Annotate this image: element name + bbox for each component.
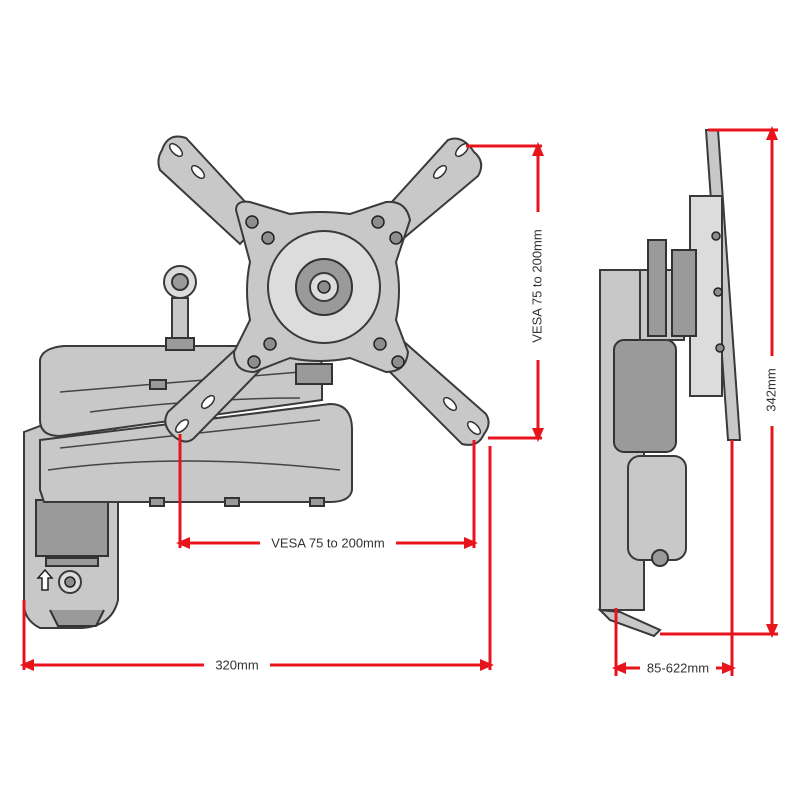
vesa-vertical-label: VESA 75 to 200mm <box>529 229 544 342</box>
dimension-vesa-horizontal: VESA 75 to 200mm <box>176 434 478 552</box>
dimension-height: 342mm <box>660 126 781 638</box>
width-label: 320mm <box>215 657 258 672</box>
side-view-mount <box>597 129 742 638</box>
vesa-plate <box>157 135 490 446</box>
dimension-width: 320mm <box>20 446 494 674</box>
dimension-vesa-vertical: VESA 75 to 200mm <box>466 142 547 442</box>
front-view-mount <box>23 135 490 629</box>
vesa-horizontal-label: VESA 75 to 200mm <box>271 535 384 550</box>
height-label: 342mm <box>763 368 778 411</box>
depth-label: 85-622mm <box>647 660 709 675</box>
side-vesa-plate <box>671 129 742 441</box>
tilt-knob <box>163 265 197 351</box>
up-arrow-icon <box>36 568 54 591</box>
dimension-depth: 85-622mm <box>612 440 736 677</box>
